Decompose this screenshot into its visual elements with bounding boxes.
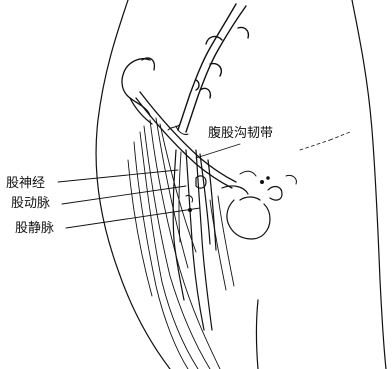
- pubic-region: [222, 132, 350, 239]
- body-outline: [96, 0, 386, 369]
- label-femoral-nerve: 股神经: [6, 177, 45, 191]
- leader-femoral-artery: [62, 186, 186, 204]
- iliac-vessels: [178, 4, 248, 132]
- label-inguinal-ligament: 腹股沟韧带: [208, 127, 273, 141]
- leader-femoral-nerve: [58, 170, 178, 182]
- label-femoral-vein: 股静脉: [15, 222, 54, 236]
- leader-inguinal-ligament: [196, 144, 240, 158]
- label-femoral-artery: 股动脉: [11, 197, 50, 211]
- leader-femoral-vein: [66, 208, 200, 228]
- femoral-vessels: [173, 150, 216, 330]
